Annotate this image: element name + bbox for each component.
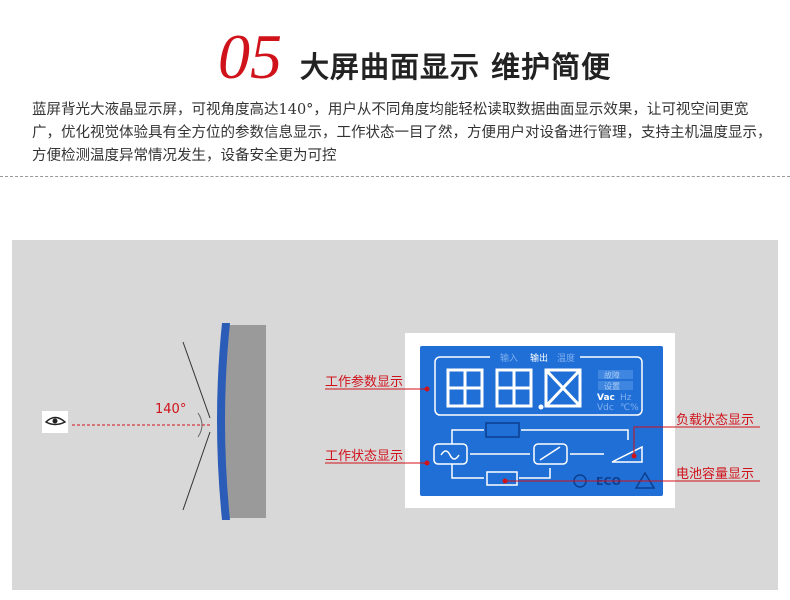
label-battery: 电池容量显示 (676, 467, 755, 482)
section-number: 05 (218, 21, 282, 92)
curved-screen (217, 323, 230, 520)
label-status: 工作状态显示 (325, 449, 404, 464)
seven-seg-digits (446, 368, 582, 408)
inverter-icon (533, 443, 568, 465)
callout-lines (325, 386, 760, 484)
unit-hz: Hz (620, 393, 632, 403)
mode-output: 输出 (530, 352, 548, 364)
load-icon (611, 445, 643, 463)
setting-indicator: 设置 (604, 381, 620, 391)
unit-vac: Vac (597, 393, 615, 403)
angle-label: 140° (155, 402, 186, 417)
label-params: 工作参数显示 (325, 375, 404, 390)
fault-indicator: 故障 (604, 370, 620, 380)
screen-body (225, 325, 266, 518)
description: 蓝屏背光大液晶显示屏，可视角度高达140°，用户从不同角度均能轻松读取数据曲面显… (32, 102, 772, 164)
section-heading: 大屏曲面显示 维护简便 (300, 50, 612, 84)
unit-vdc: Vdc (597, 403, 614, 413)
eye-icon (42, 411, 68, 433)
unit-pct: ℃% (620, 403, 639, 413)
ac-input-icon (433, 443, 468, 465)
mode-temp: 温度 (557, 352, 575, 364)
label-load: 负载状态显示 (676, 413, 755, 428)
view-line (182, 341, 211, 419)
divider (0, 176, 790, 177)
bypass-icon (485, 422, 520, 438)
battery-icon (486, 471, 518, 486)
flow-diagram (433, 422, 643, 486)
view-line (182, 431, 211, 511)
mode-input: 输入 (500, 352, 518, 364)
